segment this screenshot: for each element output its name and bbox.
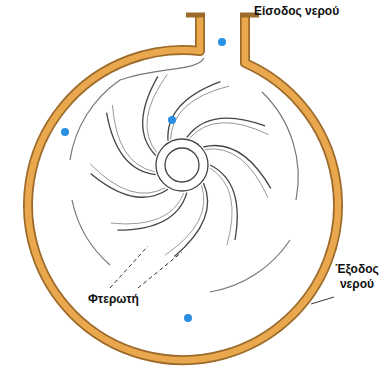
water-dot	[168, 116, 176, 124]
volute-line	[72, 200, 110, 265]
casing	[28, 15, 338, 360]
impeller	[89, 73, 273, 258]
leader-line	[138, 252, 182, 288]
part-label: Είσοδος νερού	[254, 4, 364, 19]
casing-outline	[28, 15, 338, 360]
water-dot	[184, 314, 192, 322]
volute-line	[210, 240, 290, 292]
water-dot	[218, 38, 226, 46]
leader-line	[110, 246, 148, 288]
leader-line	[311, 297, 334, 304]
water-dot	[61, 128, 69, 136]
inlet-flange	[186, 13, 205, 18]
part-label: Φτερωτή	[88, 292, 158, 307]
part-label: Έξοδος νερού	[332, 262, 382, 292]
